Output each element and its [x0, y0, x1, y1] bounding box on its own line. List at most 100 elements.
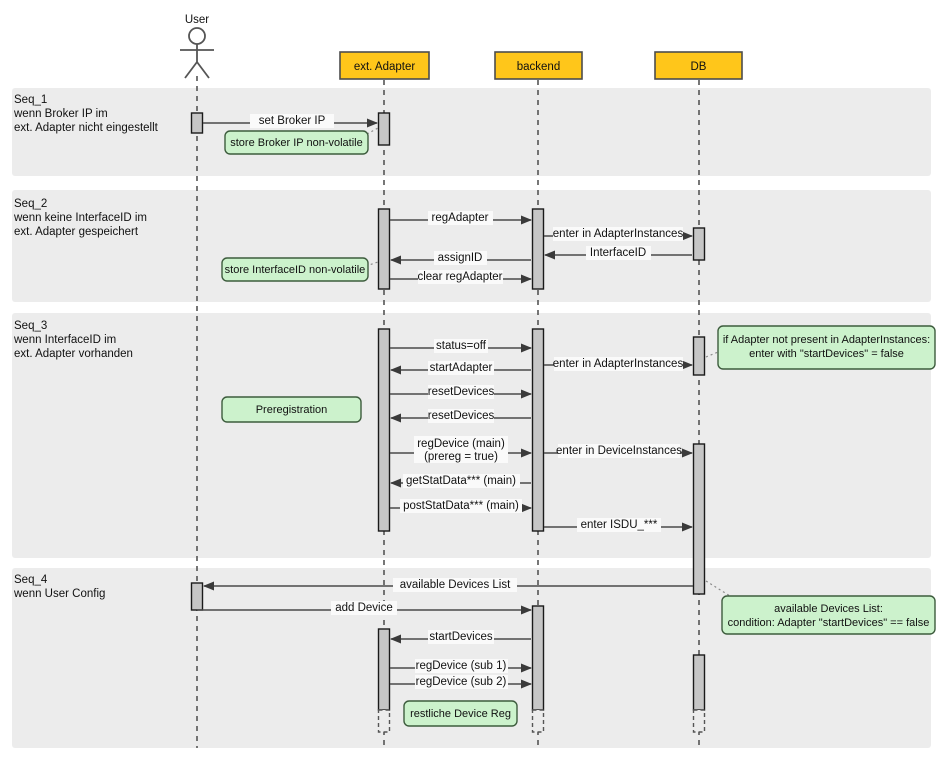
message-label-bg — [428, 361, 494, 375]
message-label-get-stat-data: getStatData*** (main) — [406, 475, 516, 487]
section-title-seq1: Seq_1 — [14, 94, 47, 106]
note-box-store-broker-ip[interactable] — [224, 130, 369, 155]
message-label-reset-devices-1: resetDevices — [428, 386, 495, 398]
message-label-start-adapter: startAdapter — [430, 362, 493, 374]
message-enter-adapter-instances-seq3: enter in AdapterInstances — [544, 357, 693, 371]
section-line2-seq3: wenn InterfaceID im — [13, 334, 116, 346]
message-label-bg — [250, 114, 334, 128]
message-label-bg — [403, 474, 520, 488]
message-start-devices: startDevices — [390, 630, 531, 644]
message-enter-adapter-instances-seq2: enter in AdapterInstances — [544, 227, 693, 241]
section-line2-seq4: wenn User Config — [13, 588, 105, 600]
message-label-start-devices: startDevices — [429, 631, 493, 643]
note-label-adapter-not-present-2: enter with "startDevices" = false — [749, 348, 904, 360]
note-label-available-devices-1: available Devices List: — [774, 603, 883, 615]
message-label-bg — [434, 339, 488, 353]
message-enter-device-instances: enter in DeviceInstances — [544, 444, 693, 458]
message-clear-reg-adapter: clear regAdapter — [390, 270, 532, 284]
actor-label: User — [185, 14, 209, 26]
message-reset-devices-1: resetDevices — [390, 385, 532, 399]
message-available-devices-list: available Devices List — [203, 578, 693, 592]
message-label-bg — [428, 385, 494, 399]
activation-user-seq1 — [190, 112, 204, 134]
message-reg-adapter: regAdapter — [390, 211, 532, 225]
section-label-seq3: Seq_3 wenn InterfaceID im ext. Adapter v… — [13, 320, 133, 360]
section-title-seq4: Seq_4 — [14, 574, 48, 586]
note-label-restliche-device-reg: restliche Device Reg — [410, 708, 511, 720]
message-label-interface-id: InterfaceID — [590, 247, 646, 259]
note-box-preregistration[interactable] — [221, 396, 362, 423]
note-label-store-broker-ip: store Broker IP non-volatile — [230, 137, 362, 149]
activation-db-seq2 — [692, 227, 706, 261]
message-reg-device-sub1: regDevice (sub 1) — [390, 659, 532, 673]
activation-backend-seq3 — [531, 328, 545, 532]
message-label-bg — [393, 578, 517, 592]
message-interface-id: InterfaceID — [544, 246, 692, 260]
message-label-enter-adapter-instances: enter in AdapterInstances — [553, 228, 684, 240]
participant-box-backend[interactable] — [494, 51, 583, 80]
actor-leg-left-icon — [184, 61, 198, 79]
participant-box-ext-adapter[interactable] — [339, 51, 430, 80]
message-label-reg-device-main-2: (prereg = true) — [424, 451, 498, 463]
message-label-enter-adapter-instances-3: enter in AdapterInstances — [553, 358, 684, 370]
note-label-available-devices-2: condition: Adapter "startDevices" == fal… — [728, 617, 930, 629]
message-label-reset-devices-2: resetDevices — [428, 410, 495, 422]
message-label-bg — [553, 227, 683, 241]
activation-backend-seq4 — [531, 605, 545, 711]
note-box-adapter-not-present[interactable] — [717, 325, 936, 370]
note-store-broker-ip[interactable]: store Broker IP non-volatile — [224, 127, 379, 155]
note-preregistration[interactable]: Preregistration — [221, 396, 362, 423]
activation-bars — [190, 112, 706, 733]
section-title-seq3: Seq_3 — [14, 320, 47, 332]
note-connector — [365, 261, 379, 267]
activation-db-seq4-tail — [692, 709, 706, 733]
message-label-assign-id: assignID — [438, 252, 483, 264]
message-start-adapter: startAdapter — [390, 361, 531, 375]
activation-ext-adapter-seq3 — [377, 328, 391, 532]
note-restliche-device-reg[interactable]: restliche Device Reg — [403, 700, 518, 727]
participant-header-backend[interactable]: backend — [494, 51, 583, 80]
message-label-bg — [415, 659, 508, 673]
message-reg-device-main: regDevice (main) (prereg = true) — [390, 436, 532, 463]
activation-ext-adapter-seq4 — [377, 628, 391, 711]
section-line3-seq1: ext. Adapter nicht eingestellt — [14, 122, 159, 134]
message-label-bg — [415, 675, 508, 689]
participant-label-db: DB — [691, 61, 707, 73]
message-reset-devices-2: resetDevices — [390, 409, 531, 423]
message-label-bg — [428, 409, 494, 423]
note-available-devices-condition[interactable]: available Devices List: condition: Adapt… — [705, 580, 936, 635]
message-label-bg — [331, 601, 397, 615]
activation-backend-seq4-tail — [531, 709, 545, 733]
note-label-store-interface-id: store InterfaceID non-volatile — [225, 264, 366, 276]
message-label-bg — [414, 436, 508, 463]
message-reg-device-sub2: regDevice (sub 2) — [390, 675, 532, 689]
activation-backend-seq2 — [531, 208, 545, 290]
message-get-stat-data: getStatData*** (main) — [390, 474, 531, 488]
section-label-seq4: Seq_4 wenn User Config — [13, 574, 105, 600]
section-line3-seq2: ext. Adapter gespeichert — [14, 226, 139, 238]
participant-header-ext-adapter[interactable]: ext. Adapter — [339, 51, 430, 80]
note-box-store-interface-id[interactable] — [221, 257, 369, 282]
message-label-enter-device-instances: enter in DeviceInstances — [556, 445, 682, 457]
note-adapter-not-present[interactable]: if Adapter not present in AdapterInstanc… — [705, 325, 936, 370]
section-line2-seq1: wenn Broker IP im — [13, 108, 108, 120]
actor-user[interactable]: User — [180, 14, 214, 79]
message-label-bg — [577, 518, 661, 532]
message-add-device: add Device — [197, 601, 532, 615]
message-assign-id: assignID — [390, 251, 531, 265]
activation-user-seq4 — [190, 582, 204, 611]
message-label-reg-device-sub1: regDevice (sub 1) — [416, 660, 507, 672]
activation-db-seq3-a — [692, 336, 706, 376]
activation-ext-adapter-seq4-tail — [377, 709, 391, 733]
note-connector — [366, 127, 379, 135]
note-store-interface-id[interactable]: store InterfaceID non-volatile — [221, 257, 379, 282]
participant-header-db[interactable]: DB — [654, 51, 743, 80]
message-label-bg — [428, 211, 493, 225]
message-label-add-device: add Device — [335, 602, 393, 614]
section-line2-seq2: wenn keine InterfaceID im — [13, 212, 147, 224]
note-box-available-devices-condition[interactable] — [721, 595, 936, 635]
participant-box-db[interactable] — [654, 51, 743, 80]
message-label-set-broker-ip: set Broker IP — [259, 115, 326, 127]
note-box-restliche-device-reg[interactable] — [403, 700, 518, 727]
